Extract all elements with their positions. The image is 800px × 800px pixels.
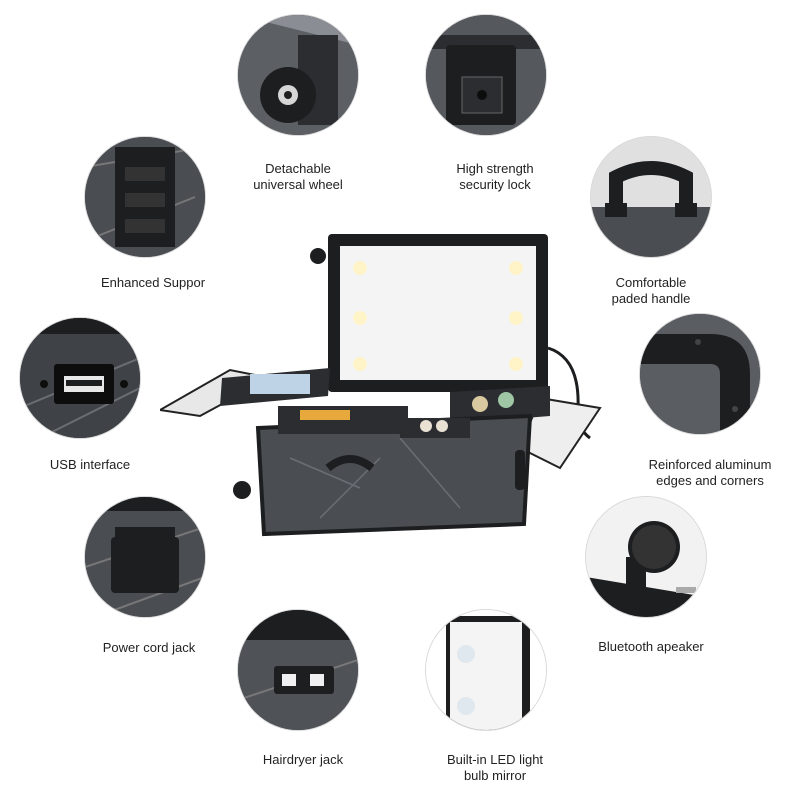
usb-label: USB interface: [49, 457, 131, 472]
mirror-feature: [426, 610, 546, 730]
speaker-feature: [586, 497, 706, 617]
power-feature: [85, 497, 205, 617]
wheel-label: Detachable universal wheel: [253, 161, 343, 192]
mirror-icon: [426, 610, 546, 730]
speaker-icon: [586, 497, 706, 617]
speaker-label: Bluetooth apeaker: [598, 639, 704, 654]
usb-feature: [20, 318, 140, 438]
handle-icon: [591, 137, 711, 257]
lock-icon: [426, 15, 546, 135]
hairdryer-feature: [238, 610, 358, 730]
hairdryer-label: Hairdryer jack: [262, 752, 344, 767]
support-feature: [85, 137, 205, 257]
mirror-label: Built-in LED light bulb mirror: [446, 752, 544, 783]
makeup-case-image: [160, 228, 630, 540]
lock-label: High strength security lock: [456, 161, 534, 192]
edges-feature: [640, 314, 760, 434]
handle-feature: [591, 137, 711, 257]
edges-label: Reinforced aluminum edges and corners: [648, 457, 772, 488]
corner-icon: [640, 314, 760, 434]
wheel-icon: [238, 15, 358, 135]
power-label: Power cord jack: [102, 640, 196, 655]
outlet-icon: [238, 610, 358, 730]
hinge-icon: [85, 137, 205, 257]
usb-port-icon: [20, 318, 140, 438]
power-jack-icon: [85, 497, 205, 617]
wheel-feature: [238, 15, 358, 135]
lock-feature: [426, 15, 546, 135]
support-label: Enhanced Suppor: [100, 275, 206, 290]
handle-label: Comfortable paded handle: [611, 275, 691, 306]
